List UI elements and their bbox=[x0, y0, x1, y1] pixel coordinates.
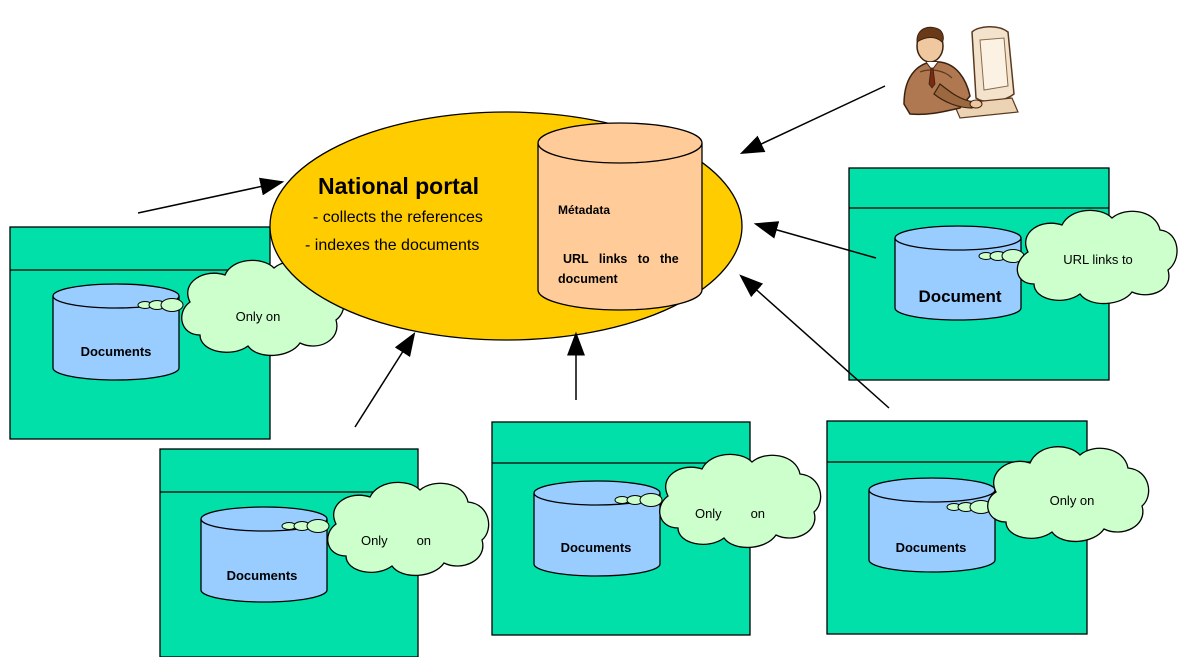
cloud-text: Only on bbox=[1050, 493, 1095, 508]
thought-cloud bbox=[614, 453, 822, 549]
cloud-text: Only on bbox=[695, 506, 765, 521]
repository-site-3: Documents Only on bbox=[491, 421, 822, 636]
cloud-text: Only on bbox=[361, 533, 431, 548]
database-label: Document bbox=[918, 287, 1001, 306]
database-cylinder bbox=[868, 477, 996, 573]
metadata-label: Métadata bbox=[558, 203, 610, 217]
arrow-user bbox=[739, 85, 886, 155]
arrow-repository-1 bbox=[137, 177, 285, 214]
repository-site-1: Documents Only on bbox=[9, 226, 345, 440]
repository-site-5: Document URL links to bbox=[848, 167, 1178, 381]
arrow-repository-5 bbox=[753, 221, 877, 259]
thought-cloud bbox=[978, 209, 1178, 305]
portal-bullet-collects: - collects the references bbox=[313, 209, 483, 226]
database-label: Documents bbox=[227, 568, 298, 583]
database-label: Documents bbox=[561, 540, 632, 555]
thought-cloud bbox=[946, 446, 1150, 543]
portal-bullet-indexes: - indexes the documents bbox=[305, 237, 479, 254]
metadata-database: Métadata URL links to the document bbox=[537, 122, 703, 311]
cloud-text: URL links to bbox=[1063, 252, 1133, 267]
arrow-repository-4 bbox=[739, 274, 890, 409]
user-at-computer-icon bbox=[903, 26, 1019, 119]
database-label: Documents bbox=[896, 540, 967, 555]
database-cylinder bbox=[52, 283, 180, 381]
metadata-url-text: URL links to the bbox=[563, 252, 679, 266]
arrow-repository-2 bbox=[354, 331, 416, 428]
repository-site-2: Documents Only on bbox=[159, 448, 490, 657]
metadata-url-text-2: document bbox=[558, 272, 619, 286]
arrows bbox=[137, 85, 890, 428]
database-cylinder bbox=[533, 480, 661, 577]
repository-site-4: Documents Only on bbox=[826, 420, 1150, 635]
portal-title: National portal bbox=[318, 173, 479, 199]
thought-cloud bbox=[281, 481, 490, 577]
cloud-text: Only on bbox=[236, 309, 281, 324]
database-label: Documents bbox=[81, 344, 152, 359]
database-cylinder bbox=[200, 506, 328, 603]
